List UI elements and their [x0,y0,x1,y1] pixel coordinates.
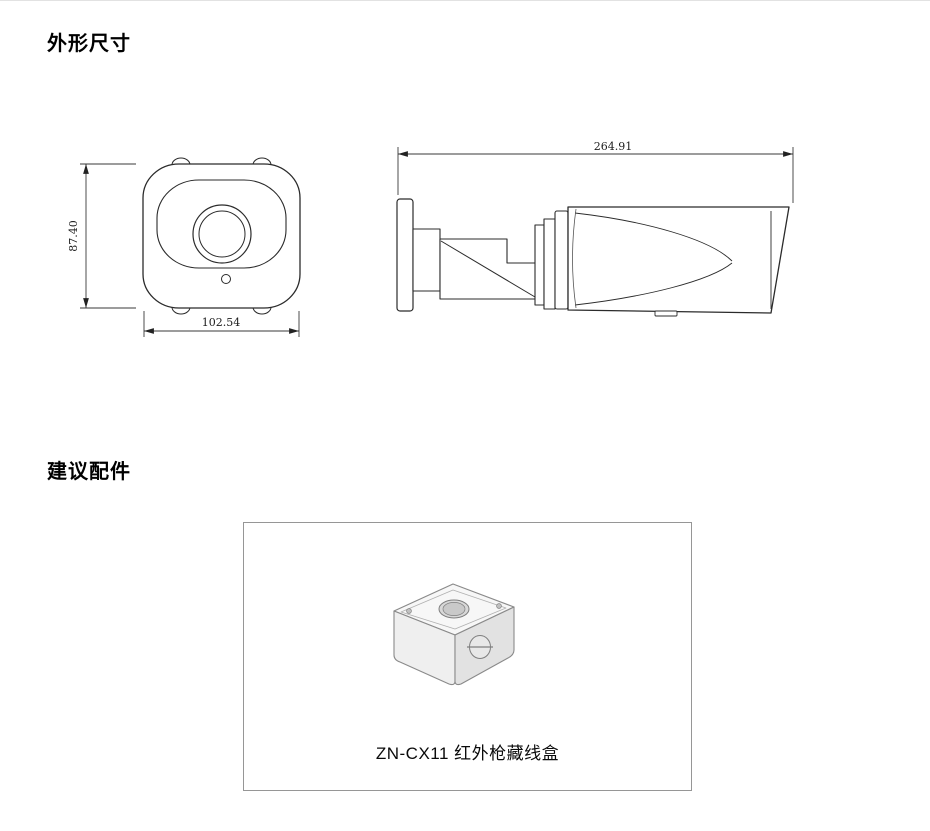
accessory-caption: ZN-CX11 红外枪藏线盒 [375,744,560,763]
lens-inner-ring [198,210,246,258]
length-dimension [397,147,794,203]
junction-box-drawing [393,583,515,686]
camera-side-body [396,198,790,317]
dim-front-width-label: 102.54 [202,316,241,329]
section-title-dimensions: 外形尺寸 [47,33,131,55]
dim-front-height-label: 87.40 [67,220,80,252]
height-dimension [80,163,136,309]
lens-outer-ring [192,204,252,264]
camera-side-view-drawing: 264.91 [396,141,794,317]
screw-dot [496,603,502,609]
mount-arm [412,228,441,292]
screw-dot [406,608,412,614]
width-dimension [143,311,300,337]
camera-front-body [142,157,301,315]
front-screw-dot [221,274,231,284]
mount-plate [396,198,414,312]
rear-cap [554,210,569,310]
section-title-accessories: 建议配件 [47,461,131,483]
accessory-card: ZN-CX11 红外枪藏线盒 [243,522,692,791]
dim-side-length-label: 264.91 [594,141,633,153]
barrel [567,206,790,314]
bottom-tab [654,310,678,317]
camera-front-view-drawing: 87.40 102.54 [67,157,301,337]
